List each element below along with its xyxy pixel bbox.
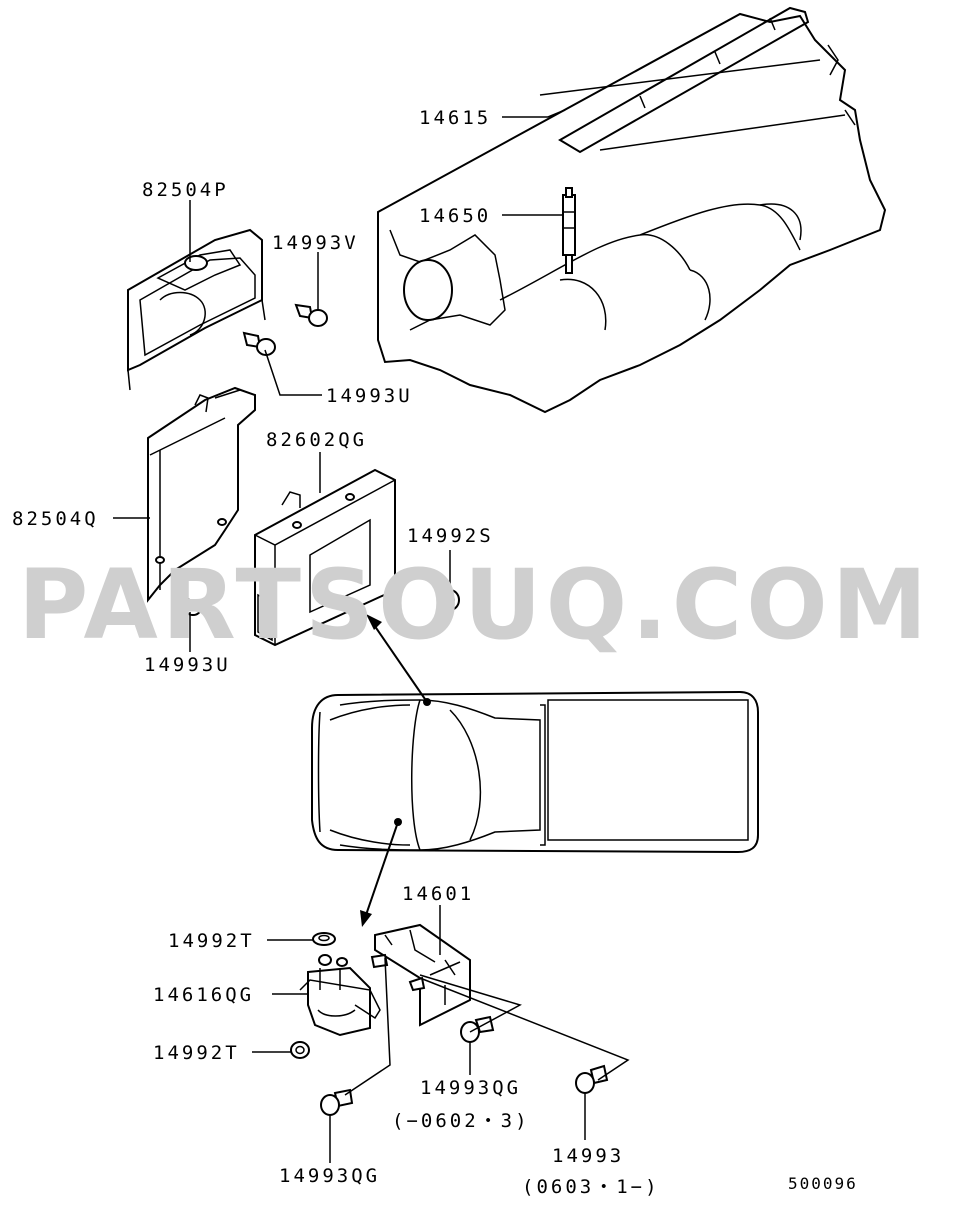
- washer-14992t-bottom: [290, 1041, 310, 1059]
- bracket-82504q: [147, 386, 256, 603]
- label-14615[interactable]: 14615: [419, 107, 491, 129]
- label-14993qg-mid-range: (−0602・3): [392, 1110, 530, 1132]
- arrow-to-control-unit: [366, 614, 431, 706]
- label-82504p[interactable]: 82504P: [142, 179, 229, 201]
- bolt-14993qg-bottom: [320, 1088, 354, 1116]
- bracket-82504p: [127, 228, 266, 391]
- label-14601[interactable]: 14601: [402, 883, 474, 905]
- label-14993u-top[interactable]: 14993U: [326, 385, 413, 407]
- glow-plug-plate: [558, 6, 810, 154]
- glow-plug: [562, 187, 576, 274]
- vehicle-top-view: [311, 690, 759, 854]
- label-14616qg[interactable]: 14616QG: [153, 984, 254, 1006]
- arrow-to-relay: [360, 818, 402, 927]
- label-14993qg-bottom[interactable]: 14993QG: [279, 1165, 380, 1187]
- bolt-14993qg-bracket: [370, 953, 389, 969]
- label-82602qg[interactable]: 82602QG: [266, 429, 367, 451]
- relay-14616qg: [299, 954, 381, 1037]
- label-14992t-bottom[interactable]: 14992T: [153, 1042, 240, 1064]
- bolt-14993: [575, 1064, 609, 1094]
- leader-lines: [113, 109, 630, 1163]
- engine-cylinder-head: [377, 12, 887, 414]
- label-14993u-bottom[interactable]: 14993U: [144, 654, 231, 676]
- label-14993[interactable]: 14993: [552, 1145, 624, 1167]
- watermark: PARTSOUQ.COM: [18, 549, 931, 661]
- label-14993qg-mid[interactable]: 14993QG: [420, 1077, 521, 1099]
- figure-number: 500096: [788, 1174, 858, 1193]
- bolt-14993u-bottom: [175, 594, 202, 616]
- label-14993v[interactable]: 14993V: [272, 232, 359, 254]
- label-14992t-top[interactable]: 14992T: [168, 930, 255, 952]
- nut-14992s: [440, 589, 460, 611]
- bolt-14993-side: [408, 976, 426, 992]
- bolt-14993v: [294, 303, 328, 327]
- label-14993-range: (0603・1−): [522, 1176, 660, 1198]
- washer-14992t-top: [312, 932, 336, 946]
- label-82504q[interactable]: 82504Q: [12, 508, 99, 530]
- glow-control-unit: [254, 468, 396, 647]
- label-14650[interactable]: 14650: [419, 205, 491, 227]
- label-14992s[interactable]: 14992S: [407, 525, 494, 547]
- bolt-14993u-top: [242, 331, 276, 356]
- bolt-14993qg-upper: [460, 1015, 495, 1043]
